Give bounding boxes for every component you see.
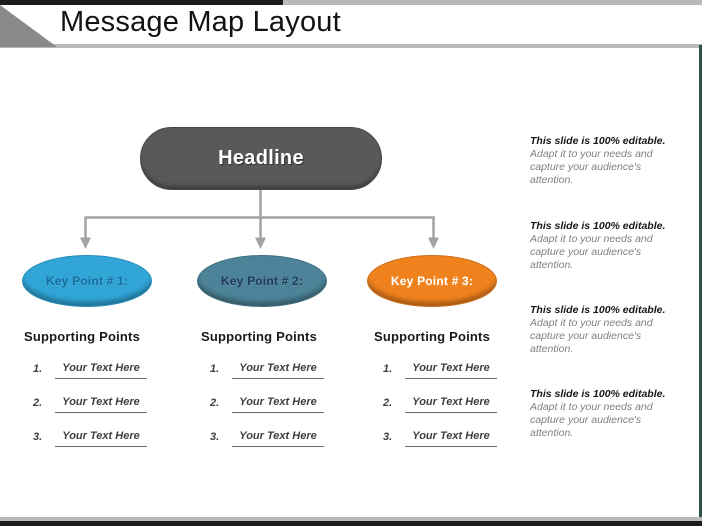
side-note-body: Adapt it to your needs and capture your … (530, 401, 653, 439)
item-text-placeholder[interactable]: Your Text Here (55, 396, 147, 413)
item-number: 3. (33, 431, 43, 443)
list-item: 1. Your Text Here (383, 361, 507, 379)
item-number: 1. (210, 363, 220, 375)
side-note-body: Adapt it to your needs and capture your … (530, 148, 653, 186)
corner-triangle-decoration (0, 5, 57, 47)
list-item: 2. Your Text Here (383, 395, 507, 413)
list-item: 1. Your Text Here (33, 361, 157, 379)
bottom-black-bar (0, 521, 702, 526)
item-text-placeholder[interactable]: Your Text Here (232, 396, 324, 413)
side-note-heading: This slide is 100% editable. (530, 388, 666, 400)
headline-label: Headline (218, 147, 304, 169)
item-text-placeholder[interactable]: Your Text Here (405, 396, 497, 413)
key-point-3-ellipse[interactable]: Key Point # 3: (367, 255, 497, 307)
key-point-3-label: Key Point # 3: (390, 274, 474, 288)
list-item: 2. Your Text Here (210, 395, 334, 413)
item-number: 3. (210, 431, 220, 443)
item-number: 1. (33, 363, 43, 375)
key-point-1-ellipse[interactable]: Key Point # 1: (22, 255, 152, 307)
side-note-body: Adapt it to your needs and capture your … (530, 233, 653, 271)
side-note-body: Adapt it to your needs and capture your … (530, 317, 653, 355)
item-text-placeholder[interactable]: Your Text Here (232, 362, 324, 379)
item-number: 1. (383, 363, 393, 375)
item-number: 2. (383, 397, 393, 409)
list-item: 3. Your Text Here (383, 429, 507, 447)
right-accent-border (699, 45, 702, 521)
supporting-points-column-2: Supporting Points 1. Your Text Here 2. Y… (184, 329, 334, 463)
item-text-placeholder[interactable]: Your Text Here (405, 430, 497, 447)
list-item: 2. Your Text Here (33, 395, 157, 413)
item-number: 2. (210, 397, 220, 409)
item-number: 2. (33, 397, 43, 409)
side-note-heading: This slide is 100% editable. (530, 304, 666, 316)
list-item: 3. Your Text Here (33, 429, 157, 447)
key-point-1-label: Key Point # 1: (45, 274, 129, 288)
item-text-placeholder[interactable]: Your Text Here (405, 362, 497, 379)
headline-shape[interactable]: Headline (140, 127, 382, 190)
supporting-points-heading: Supporting Points (373, 329, 491, 344)
key-point-2-label: Key Point # 2: (220, 274, 304, 288)
item-text-placeholder[interactable]: Your Text Here (55, 362, 147, 379)
slide-title: Message Map Layout (60, 6, 341, 38)
supporting-points-heading: Supporting Points (200, 329, 318, 344)
top-border-light (283, 0, 702, 5)
item-text-placeholder[interactable]: Your Text Here (55, 430, 147, 447)
title-underline (0, 44, 702, 48)
supporting-points-column-1: Supporting Points 1. Your Text Here 2. Y… (7, 329, 157, 463)
key-point-2-ellipse[interactable]: Key Point # 2: (197, 255, 327, 307)
item-text-placeholder[interactable]: Your Text Here (232, 430, 324, 447)
side-note-1: This slide is 100% editable. Adapt it to… (530, 135, 672, 186)
side-note-heading: This slide is 100% editable. (530, 135, 666, 147)
supporting-points-heading: Supporting Points (23, 329, 141, 344)
side-note-3: This slide is 100% editable. Adapt it to… (530, 304, 672, 355)
list-item: 3. Your Text Here (210, 429, 334, 447)
bottom-gray-line (0, 517, 702, 521)
top-border-dark (0, 0, 283, 5)
side-note-2: This slide is 100% editable. Adapt it to… (530, 220, 672, 271)
item-number: 3. (383, 431, 393, 443)
side-note-heading: This slide is 100% editable. (530, 220, 666, 232)
supporting-points-column-3: Supporting Points 1. Your Text Here 2. Y… (357, 329, 507, 463)
list-item: 1. Your Text Here (210, 361, 334, 379)
side-note-4: This slide is 100% editable. Adapt it to… (530, 388, 672, 439)
